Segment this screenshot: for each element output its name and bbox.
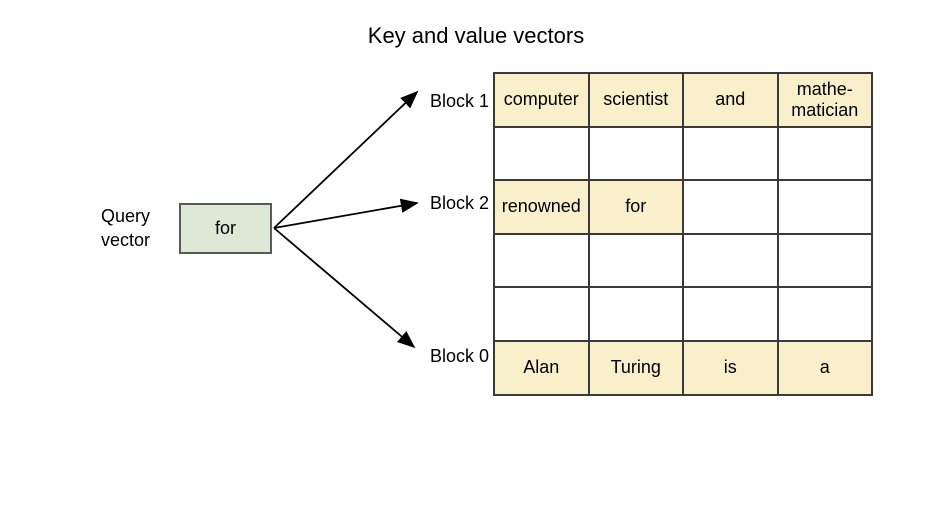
query-vector-label-line1: Query [101,206,151,226]
table-cell[interactable] [682,286,779,342]
arrow-to-block-2 [273,198,419,229]
table-cell[interactable]: Turing [587,339,684,396]
table-cell[interactable] [776,286,873,342]
table-row: computer scientist and mathe-matician [493,72,873,128]
query-vector-label: Query vector [101,204,179,252]
table-cell[interactable]: scientist [587,72,684,128]
query-vector-label-line2: vector [101,230,151,250]
table-cell-text: mathe- [796,78,853,99]
table-cell[interactable]: mathe-matician [776,72,873,128]
table-cell-text: computer [503,89,579,110]
table-cell-text: is [723,357,737,378]
table-row: Alan Turing is a [493,339,873,396]
table-cell-text: Turing [610,357,661,378]
block-label-block-1: Block 1 [429,91,489,111]
block-label-block-2: Block 2 [429,193,489,213]
table-cell[interactable] [682,232,779,289]
table-cell[interactable]: Alan [493,339,590,396]
table-cell-text: and [715,89,746,110]
query-vector-box[interactable]: for [179,203,272,254]
table-cell[interactable] [587,232,684,289]
table-cell[interactable] [493,125,590,182]
key-value-table: computer scientist and mathe-matician renown… [493,72,873,396]
block-label-block-0: Block 0 [429,346,489,366]
table-cell[interactable] [587,286,684,342]
table-cell[interactable]: renowned [493,179,590,235]
table-row [493,125,873,182]
table-cell-text: scientist [603,89,669,110]
table-cell[interactable] [587,125,684,182]
table-cell[interactable]: for [587,179,684,235]
table-cell-text: for [625,196,647,217]
query-vector-value: for [214,218,236,238]
arrow-to-block-1 [273,90,419,229]
table-cell[interactable]: a [776,339,873,396]
table-cell[interactable]: and [682,72,779,128]
table-cell[interactable] [776,125,873,182]
arrow-to-block-0 [273,227,416,349]
table-cell[interactable] [682,179,779,235]
table-cell[interactable] [493,286,590,342]
page-title: Key and value vectors [176,22,776,50]
table-row [493,286,873,342]
table-cell[interactable] [776,232,873,289]
table-cell[interactable] [776,179,873,235]
table-row: renowned for [493,179,873,235]
table-cell-text: matician [791,99,859,120]
table-cell[interactable] [682,125,779,182]
page-title-text: Key and value vectors [367,23,585,48]
table-cell-text: a [819,357,830,378]
table-cell[interactable] [493,232,590,289]
table-cell-text: Alan [523,357,560,378]
table-cell[interactable]: is [682,339,779,396]
table-row [493,232,873,289]
table-cell-text: renowned [501,196,581,217]
table-cell[interactable]: computer [493,72,590,128]
